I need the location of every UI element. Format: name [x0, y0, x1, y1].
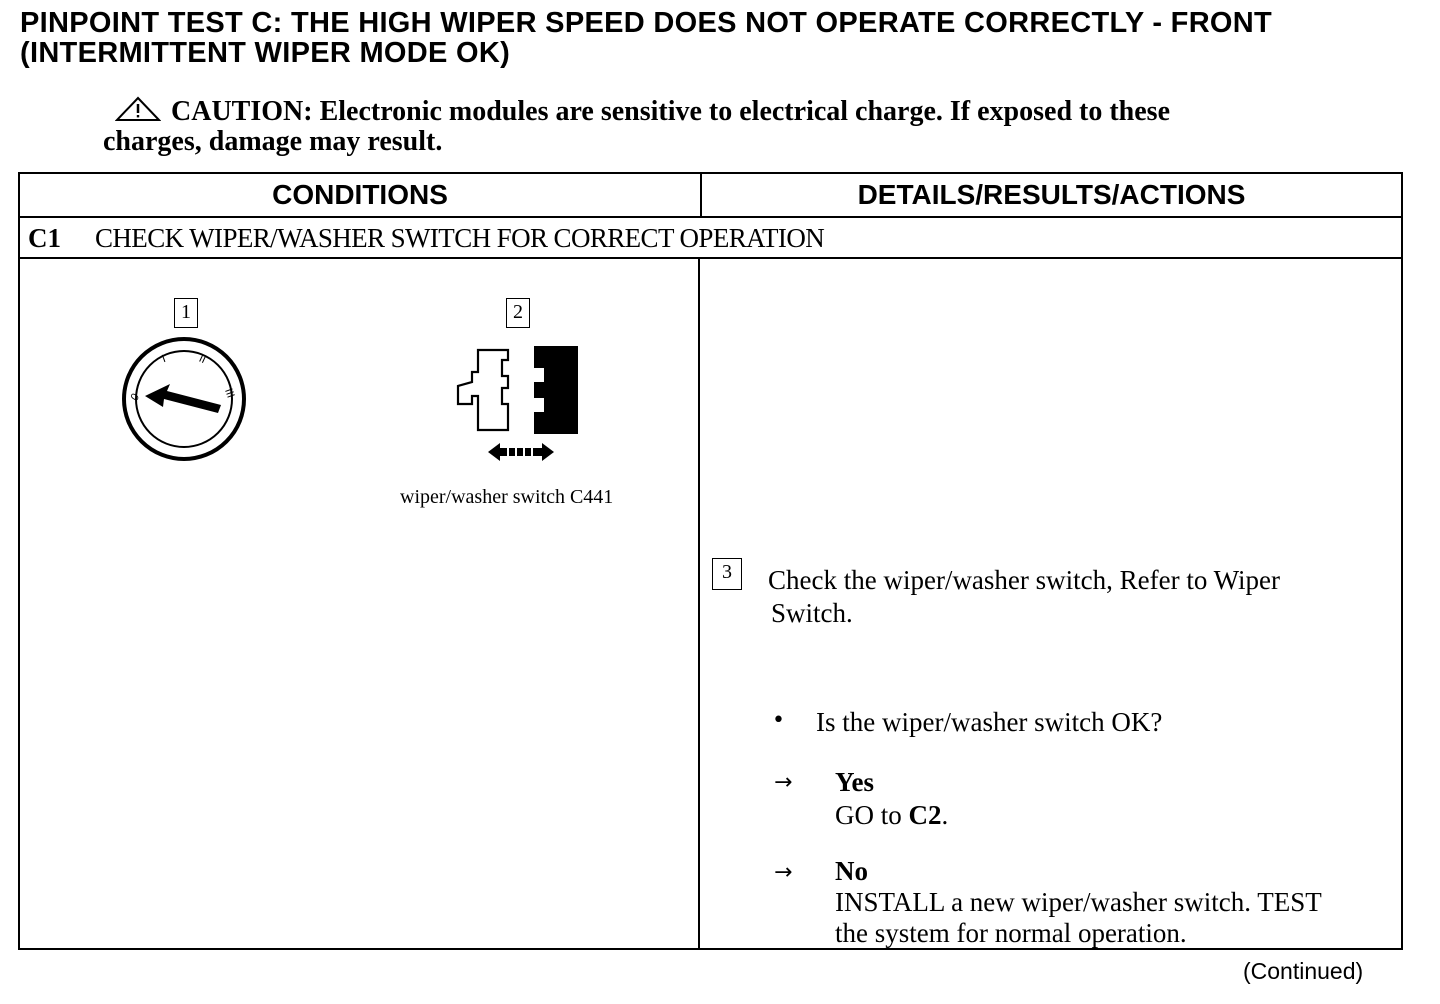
- continued-label: (Continued): [1243, 958, 1364, 984]
- page-title: PINPOINT TEST C: THE HIGH WIPER SPEED DO…: [20, 8, 1272, 68]
- yes-branch: Yes GO to C2.: [835, 766, 948, 832]
- wiper-switch-dial-icon: 0 I II III: [122, 337, 246, 461]
- step-id: C1: [28, 223, 61, 253]
- question-bullet: •: [772, 708, 785, 733]
- yes-arrow-icon: →: [774, 770, 793, 795]
- dial-mark-1: I: [160, 353, 167, 365]
- yes-action-suffix: .: [941, 800, 949, 830]
- callout-2: 2: [506, 298, 530, 328]
- table-header-row: CONDITIONS DETAILS/RESULTS/ACTIONS: [20, 174, 1401, 218]
- instruction-text: Check the wiper/washer switch, Refer to …: [768, 564, 1280, 630]
- dial-mark-0: 0: [129, 392, 143, 403]
- no-action-line-2: the system for normal operation.: [835, 918, 1187, 948]
- callout-1: 1: [174, 298, 198, 328]
- dial-mark-3: III: [222, 387, 236, 400]
- yes-action: GO to C2.: [835, 799, 948, 832]
- instruction-line-1: Check the wiper/washer switch, Refer to …: [768, 565, 1280, 595]
- no-arrow-icon: →: [774, 860, 793, 885]
- yes-action-target: C2: [908, 800, 942, 830]
- instruction-line-2: Switch.: [771, 598, 853, 628]
- conditions-header: CONDITIONS: [272, 179, 448, 210]
- question-text: Is the wiper/washer switch OK?: [816, 707, 1163, 737]
- no-branch: No INSTALL a new wiper/washer switch. TE…: [835, 856, 1322, 949]
- column-divider: [698, 259, 700, 948]
- pinpoint-table: CONDITIONS DETAILS/RESULTS/ACTIONS C1 CH…: [18, 172, 1403, 950]
- caution-text-line-1: Electronic modules are sensitive to elec…: [319, 96, 1170, 127]
- switch-connector-icon: [456, 346, 578, 461]
- yes-action-prefix: GO to: [835, 800, 909, 830]
- no-label: No: [835, 856, 868, 886]
- caution-notice: CAUTION: Electronic modules are sensitiv…: [103, 96, 1303, 157]
- details-header: DETAILS/RESULTS/ACTIONS: [857, 179, 1246, 210]
- header-divider: [700, 174, 702, 218]
- yes-label: Yes: [835, 767, 874, 797]
- step-title-row: C1 CHECK WIPER/WASHER SWITCH FOR CORRECT…: [20, 218, 1401, 259]
- warning-triangle-icon: [115, 96, 161, 121]
- step-title: CHECK WIPER/WASHER SWITCH FOR CORRECT OP…: [95, 223, 825, 253]
- no-action-line-1: INSTALL a new wiper/washer switch. TEST: [835, 887, 1322, 917]
- title-line-1: PINPOINT TEST C: THE HIGH WIPER SPEED DO…: [20, 7, 1273, 39]
- callout-3: 3: [712, 558, 742, 590]
- caution-label: CAUTION:: [171, 96, 313, 127]
- figure-caption: wiper/washer switch C441: [400, 486, 614, 508]
- title-line-2: (INTERMITTENT WIPER MODE OK): [20, 37, 511, 69]
- dial-mark-2: II: [197, 353, 208, 366]
- caution-text-line-2: charges, damage may result.: [103, 126, 443, 157]
